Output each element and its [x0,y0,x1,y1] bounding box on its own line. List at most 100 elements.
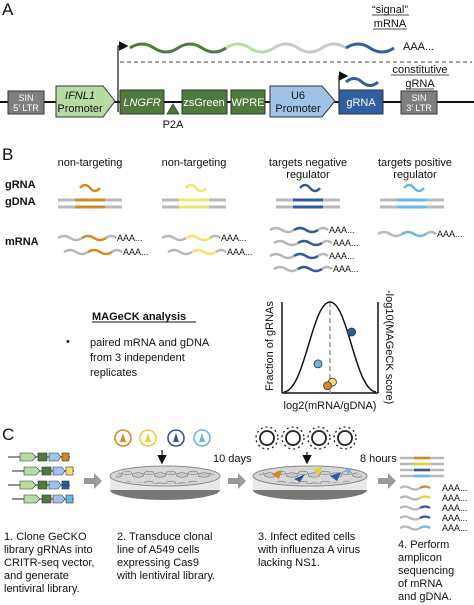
step1-line3: CRITR-seq vector, [4,557,94,569]
col1-label: non-targeting [58,157,123,169]
mageck-note-line3: replicates [90,367,138,379]
polya-col2-b: AAA... [227,247,253,257]
step4-line4: of mRNA [398,578,443,590]
mageck-note-line2: from 3 independent [90,352,185,364]
step3-line1: 3. Infect edited cells [258,531,356,543]
polya-col3-d: AAA... [333,264,359,274]
culture-dish-2 [252,465,368,500]
step4-text: 4. Perform amplicon sequencing of mRNA a… [398,539,454,603]
signal-mrna-wave [129,42,395,54]
lngfr-box [119,89,165,115]
seq-polya-5: AAA... [442,523,468,533]
grna-label: gRNA [346,97,376,109]
seq-polya-1: AAA... [442,483,468,493]
influenza-virus-spikes [255,426,357,450]
lngfr-label: LNGFR [123,97,160,109]
step1-line4: and generate [4,570,69,582]
chart-y-label: Fraction of gRNAs [264,301,276,391]
u6-promoter-arrow [269,85,336,118]
step4-line5: and gDNA. [398,591,452,603]
step2-line2: line of A549 cells [117,544,200,556]
mageck-note-line1: paired mRNA and gDNA [90,337,210,349]
sequencing-reads [400,456,444,478]
signal-mrna-label-line2: mRNA [374,18,407,30]
col2-label: non-targeting [162,157,227,169]
wpre-box [230,89,266,115]
mageck-chart: Fraction of gRNAs log2(mRNA/gDNA) -log10… [264,290,395,412]
mageck-title: MAGeCK analysis [92,311,186,323]
signal-transcription-arrow [117,41,129,112]
gdna-col4 [380,198,444,209]
polya-col3-b: AAA... [333,238,359,248]
ifnl1-promoter-arrow [55,85,116,118]
step-arrow-1 [84,473,102,489]
grna-transcript-wave [345,77,379,87]
polya-col1-a: AAA... [117,233,143,243]
sin3-line1: SIN [411,93,426,103]
chart-x-label: log2(mRNA/gDNA) [284,400,377,412]
ifnl1-line1: IFNL1 [65,90,95,102]
culture-dish-1 [109,465,221,500]
ifnl1-line2: Promoter [57,103,103,115]
step-arrow-3 [378,473,396,489]
constitutive-label-line1: constitutive [392,64,447,76]
step1-line5: lentiviral library. [4,583,80,595]
chart-y2-label: -log10(MAGeCK score) [383,290,395,404]
mrna-col1 [57,234,123,256]
row-label-grna: gRNA [5,179,36,191]
mrna-col3 [269,226,333,273]
sequencing-mrna-reads [399,485,431,531]
step1-line2: library gRNAs into [4,544,93,556]
chart-point-2 [313,359,323,369]
chart-point-4 [323,381,333,391]
zsgreen-box [181,89,228,115]
seq-polya-4: AAA... [442,513,468,523]
chart-normal-curve [283,301,377,393]
step1-line1: 1. Clone GeCKO [4,531,87,543]
chart-points [313,327,357,391]
seq-polya-3: AAA... [442,503,468,513]
step3-line3: lacking NS1. [258,557,320,569]
step-arrow-2 [228,473,246,489]
influenza-virus-icons [259,430,353,446]
row-label-mrna: mRNA [5,236,39,248]
panel-a-label: A [2,0,14,19]
panel-b-label: B [2,145,13,164]
p2a-triangle [166,103,180,115]
step2-line4: with lentiviral library. [116,570,215,582]
grna-squiggle-col3 [299,183,321,193]
step3-line2: with influenza A virus [257,544,361,556]
polya-col3-a: AAA... [329,225,355,235]
grna-squiggle-col4 [403,183,425,193]
col4-label-line2: regulator [393,169,437,181]
col3-label-line1: targets negative [269,157,347,169]
step3-text: 3. Infect edited cells with influenza A … [257,531,361,569]
step4-line1: 4. Perform [398,539,449,551]
mrna-col2 [161,234,227,256]
gdna-col2 [162,198,226,209]
row-label-gdna: gDNA [5,196,36,208]
signal-polya: AAA... [403,41,434,53]
gdna-col1 [58,198,122,209]
gdna-col3 [276,198,340,209]
step2-line1: 2. Transduce clonal [117,531,212,543]
u6-line1: U6 [291,90,305,102]
arrow-label-8-hours: 8 hours [360,453,397,465]
constitutive-label-line2: gRNA [405,78,435,90]
polya-col1-b: AAA... [123,247,149,257]
sin-5-ltr-box [7,90,45,115]
mageck-bullet: • [66,336,70,348]
p2a-label: P2A [163,119,184,131]
arrow-label-10-days: 10 days [213,453,252,465]
polya-col2-a: AAA... [221,233,247,243]
zsgreen-label: zsGreen [183,97,225,109]
grna-squiggle-col2 [185,183,207,193]
chart-point-1 [347,327,357,337]
step4-line3: sequencing [398,565,454,577]
step2-line3: expressing Cas9 [117,557,199,569]
plasmid-library [8,452,74,504]
seq-polya-2: AAA... [442,493,468,503]
sin-3-ltr-box [400,90,438,115]
step2-text: 2. Transduce clonal line of A549 cells e… [116,531,215,582]
